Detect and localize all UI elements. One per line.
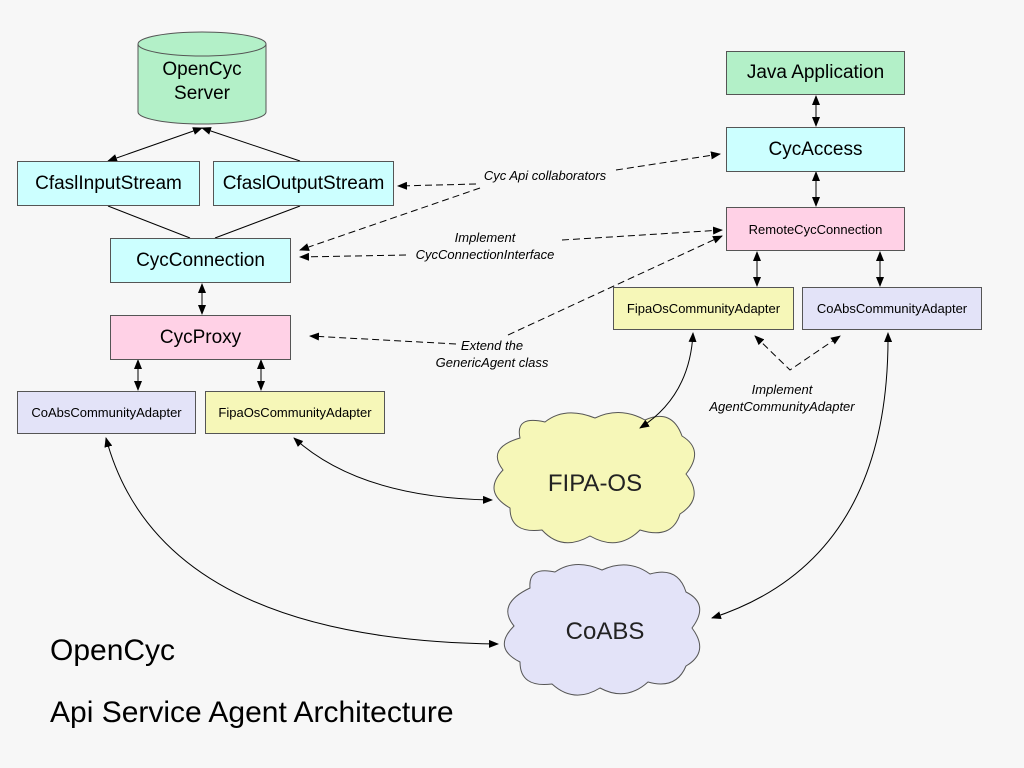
- server-to-input-stream-arrow: [107, 127, 203, 162]
- extend-label-line2: GenericAgent class: [435, 355, 549, 370]
- api-collab-to-cycaccess-arrow: [615, 151, 721, 171]
- implement-cci-to-connection-arrow: [299, 252, 407, 261]
- extend-to-proxy-arrow: [309, 332, 457, 345]
- implement-aca-label-line1: Implement: [751, 382, 813, 397]
- cyc-api-collaborators-label: Cyc Api collaborators: [483, 168, 607, 183]
- right-coabs-adapter-box: CoAbsCommunityAdapter: [802, 287, 982, 330]
- remote-cyc-connection-box: RemoteCycConnection: [726, 207, 905, 251]
- cyc-connection-box: CycConnection: [110, 238, 291, 283]
- cfasl-output-stream-box: CfaslOutputStream: [213, 161, 394, 206]
- coabs-cloud: [504, 564, 701, 696]
- implement-cci-label-line1: Implement: [454, 230, 516, 245]
- implement-cci-to-remote-arrow: [561, 226, 723, 241]
- api-collab-to-output-stream-arrow: [397, 181, 477, 190]
- fipa-os-cloud: [493, 412, 695, 544]
- left-fipaos-to-fipa-cloud-curve: [293, 437, 493, 504]
- cyc-proxy-box: CycProxy: [110, 315, 291, 360]
- api-collab-to-connection-arrow: [299, 187, 481, 251]
- coabs-cloud-label: CoABS: [565, 618, 645, 645]
- right-fipaos-to-fipa-cloud-curve: [639, 332, 697, 429]
- implement-cci-label: Implement CycConnectionInterface: [400, 229, 570, 263]
- left-coabs-to-coabs-cloud-curve: [104, 437, 499, 648]
- opencyc-server-label-line2: Server: [174, 83, 230, 104]
- output-stream-to-server-arrow: [201, 127, 301, 162]
- cyc-access-box: CycAccess: [726, 127, 905, 172]
- opencyc-server-cylinder: [137, 31, 267, 125]
- right-coabs-to-coabs-cloud-curve: [711, 332, 893, 620]
- opencyc-server-label-line1: OpenCyc: [162, 59, 242, 80]
- implement-aca-label: Implement AgentCommunityAdapter: [697, 381, 867, 415]
- output-stream-to-connection-line: [214, 205, 301, 239]
- extend-generic-agent-label: Extend the GenericAgent class: [418, 337, 566, 371]
- fipa-os-cloud-label: FIPA-OS: [547, 470, 643, 497]
- java-application-box: Java Application: [726, 51, 905, 95]
- left-fipaos-adapter-box: FipaOsCommunityAdapter: [205, 391, 385, 434]
- extend-to-remote-arrow: [507, 235, 723, 336]
- implement-aca-label-line2: AgentCommunityAdapter: [709, 399, 855, 414]
- right-fipaos-adapter-box: FipaOsCommunityAdapter: [613, 287, 794, 330]
- input-stream-to-connection-line: [107, 205, 191, 239]
- extend-label-line1: Extend the: [460, 338, 524, 353]
- cfasl-input-stream-box: CfaslInputStream: [17, 161, 200, 206]
- diagram-title-line2: Api Service Agent Architecture: [50, 696, 454, 729]
- diagram-title-line1: OpenCyc: [50, 634, 176, 667]
- implement-cci-label-line2: CycConnectionInterface: [415, 247, 555, 262]
- opencyc-server-label: OpenCyc Server: [138, 58, 266, 106]
- left-coabs-adapter-box: CoAbsCommunityAdapter: [17, 391, 196, 434]
- implement-aca-arrows: [754, 335, 841, 371]
